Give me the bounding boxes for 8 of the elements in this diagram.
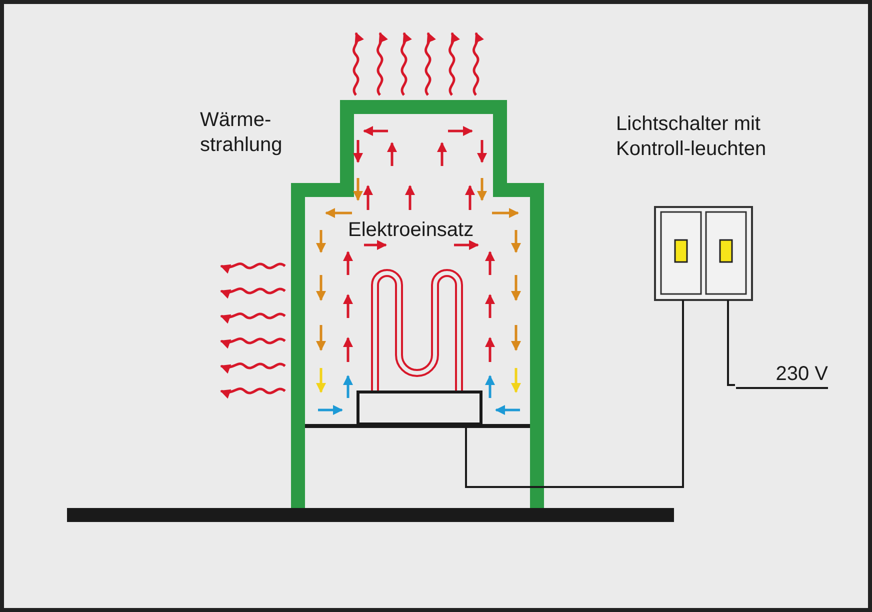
voltage-label: 230 V	[736, 362, 828, 389]
light-switch	[654, 206, 753, 301]
element-base-box	[356, 390, 482, 426]
heat-radiation-label: Wärme- strahlung	[200, 108, 284, 158]
switch-caption: Lichtschalter mit Kontroll-leuchten	[616, 112, 768, 162]
wire	[465, 300, 684, 488]
wire	[727, 300, 735, 386]
element-label: Elektroeinsatz	[348, 218, 474, 243]
